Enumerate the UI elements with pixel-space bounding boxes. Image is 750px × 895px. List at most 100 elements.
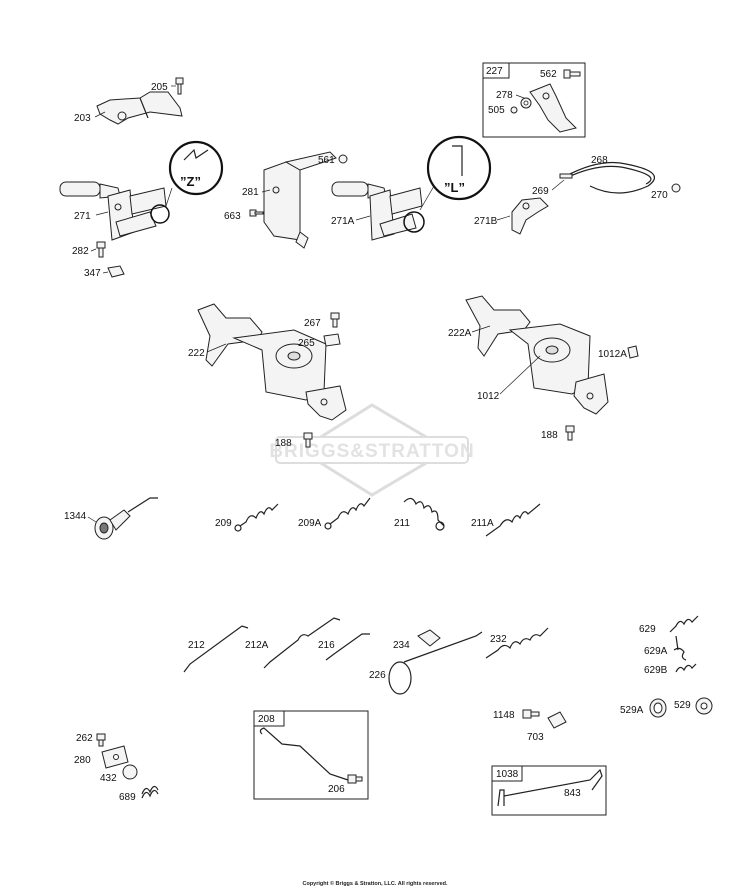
part-268-cable[interactable] [559,161,655,194]
label-206: 206 [328,784,345,795]
copyright-footer: Copyright © Briggs & Stratton, LLC. All … [302,881,448,887]
part-234-clip[interactable] [417,629,441,647]
label-629b: 629B [644,665,668,676]
part-1344-choke-knob[interactable] [94,497,158,540]
part-271-control[interactable] [59,181,167,241]
watermark-text: BRIGGS&STRATTON [269,441,474,462]
part-222-bracket[interactable] [197,303,347,421]
box-208-label: 208 [258,714,275,725]
part-222a-bracket[interactable] [465,295,609,415]
label-1012: 1012 [477,391,500,402]
label-265: 265 [298,338,315,349]
callout-z-text: ”Z” [180,174,201,189]
part-629b-spring[interactable] [675,663,697,673]
label-212: 212 [188,640,205,651]
callout-z-circle: ”Z” [150,140,224,224]
label-269: 269 [532,186,549,197]
box-1038: 1038 843 [491,765,607,816]
box-1038-label: 1038 [496,769,519,780]
part-188-screw-left[interactable] [303,432,313,448]
callout-l-text: ”L” [444,180,465,195]
part-209a-spring[interactable] [324,497,371,530]
part-226-link[interactable] [388,631,483,695]
label-267: 267 [304,318,321,329]
label-561: 561 [318,155,335,166]
part-689-spring[interactable] [141,785,159,799]
part-205-bolt[interactable] [175,77,184,95]
part-212a-rod[interactable] [263,617,341,669]
part-663-screw[interactable] [249,209,264,217]
part-232-spring[interactable] [485,627,549,659]
part-208-rod[interactable] [259,727,349,781]
label-234: 234 [393,640,410,651]
label-271b: 271B [474,216,498,227]
label-271: 271 [74,211,91,222]
part-278-bracket[interactable] [529,83,577,133]
part-629a-spring[interactable] [673,635,687,661]
part-703-clip[interactable] [547,711,567,729]
part-529-bushing[interactable] [695,697,713,715]
part-529a-bushing[interactable] [649,698,667,718]
part-1012a-clip[interactable] [627,345,639,359]
label-1012a: 1012A [598,349,627,360]
part-561-nut[interactable] [338,154,348,164]
label-232: 232 [490,634,507,645]
label-703: 703 [527,732,544,743]
label-278: 278 [496,90,513,101]
label-432: 432 [100,773,117,784]
part-281-bracket[interactable] [263,151,337,249]
label-205: 205 [151,82,168,93]
label-347: 347 [84,268,101,279]
label-280: 280 [74,755,91,766]
label-663: 663 [224,211,241,222]
briggs-stratton-watermark: BRIGGS&STRATTON [269,403,474,497]
part-267-screw[interactable] [330,312,340,328]
part-265-clip[interactable] [323,333,341,347]
label-212a: 212A [245,640,269,651]
label-226: 226 [369,670,386,681]
part-280-bracket[interactable] [101,745,129,769]
label-268: 268 [591,155,608,166]
label-529a: 529A [620,705,644,716]
label-188-left: 188 [275,438,292,449]
label-271a: 271A [331,216,355,227]
label-1344: 1344 [64,511,87,522]
label-689: 689 [119,792,136,803]
label-282: 282 [72,246,89,257]
part-271a-control[interactable] [331,181,423,241]
label-529: 529 [674,700,691,711]
label-281: 281 [242,187,259,198]
part-271b-lever[interactable] [511,197,549,235]
label-211a: 211A [471,518,494,529]
label-629: 629 [639,624,656,635]
box-227: 227 562 278 505 [482,62,586,138]
part-562-bolt[interactable] [563,69,581,79]
part-629-spring[interactable] [669,615,699,633]
part-209-spring[interactable] [234,503,279,532]
part-432-bushing[interactable] [122,764,138,780]
label-505: 505 [488,105,505,116]
part-206-screw[interactable] [347,774,363,784]
label-216: 216 [318,640,335,651]
part-1148-screw[interactable] [522,709,540,719]
label-562: 562 [540,69,557,80]
part-282-screw[interactable] [96,241,106,258]
callout-l-circle: ”L” [403,135,492,233]
part-505-washer[interactable] [510,97,532,114]
part-1038-rod[interactable] [497,768,603,807]
box-227-label: 227 [486,66,503,77]
label-188-right: 188 [541,430,558,441]
part-188-screw-right[interactable] [565,425,575,441]
part-262-screw[interactable] [96,733,106,747]
label-270: 270 [651,190,668,201]
part-347-clip[interactable] [107,265,125,278]
label-262: 262 [76,733,93,744]
part-211-spring[interactable] [403,497,445,531]
part-211a-spring[interactable] [485,503,541,537]
label-222: 222 [188,348,205,359]
part-212-rod[interactable] [183,625,249,673]
part-270-nut[interactable] [671,183,681,193]
label-209: 209 [215,518,232,529]
part-216-rod[interactable] [325,633,370,661]
part-203-bracket[interactable] [96,91,183,125]
